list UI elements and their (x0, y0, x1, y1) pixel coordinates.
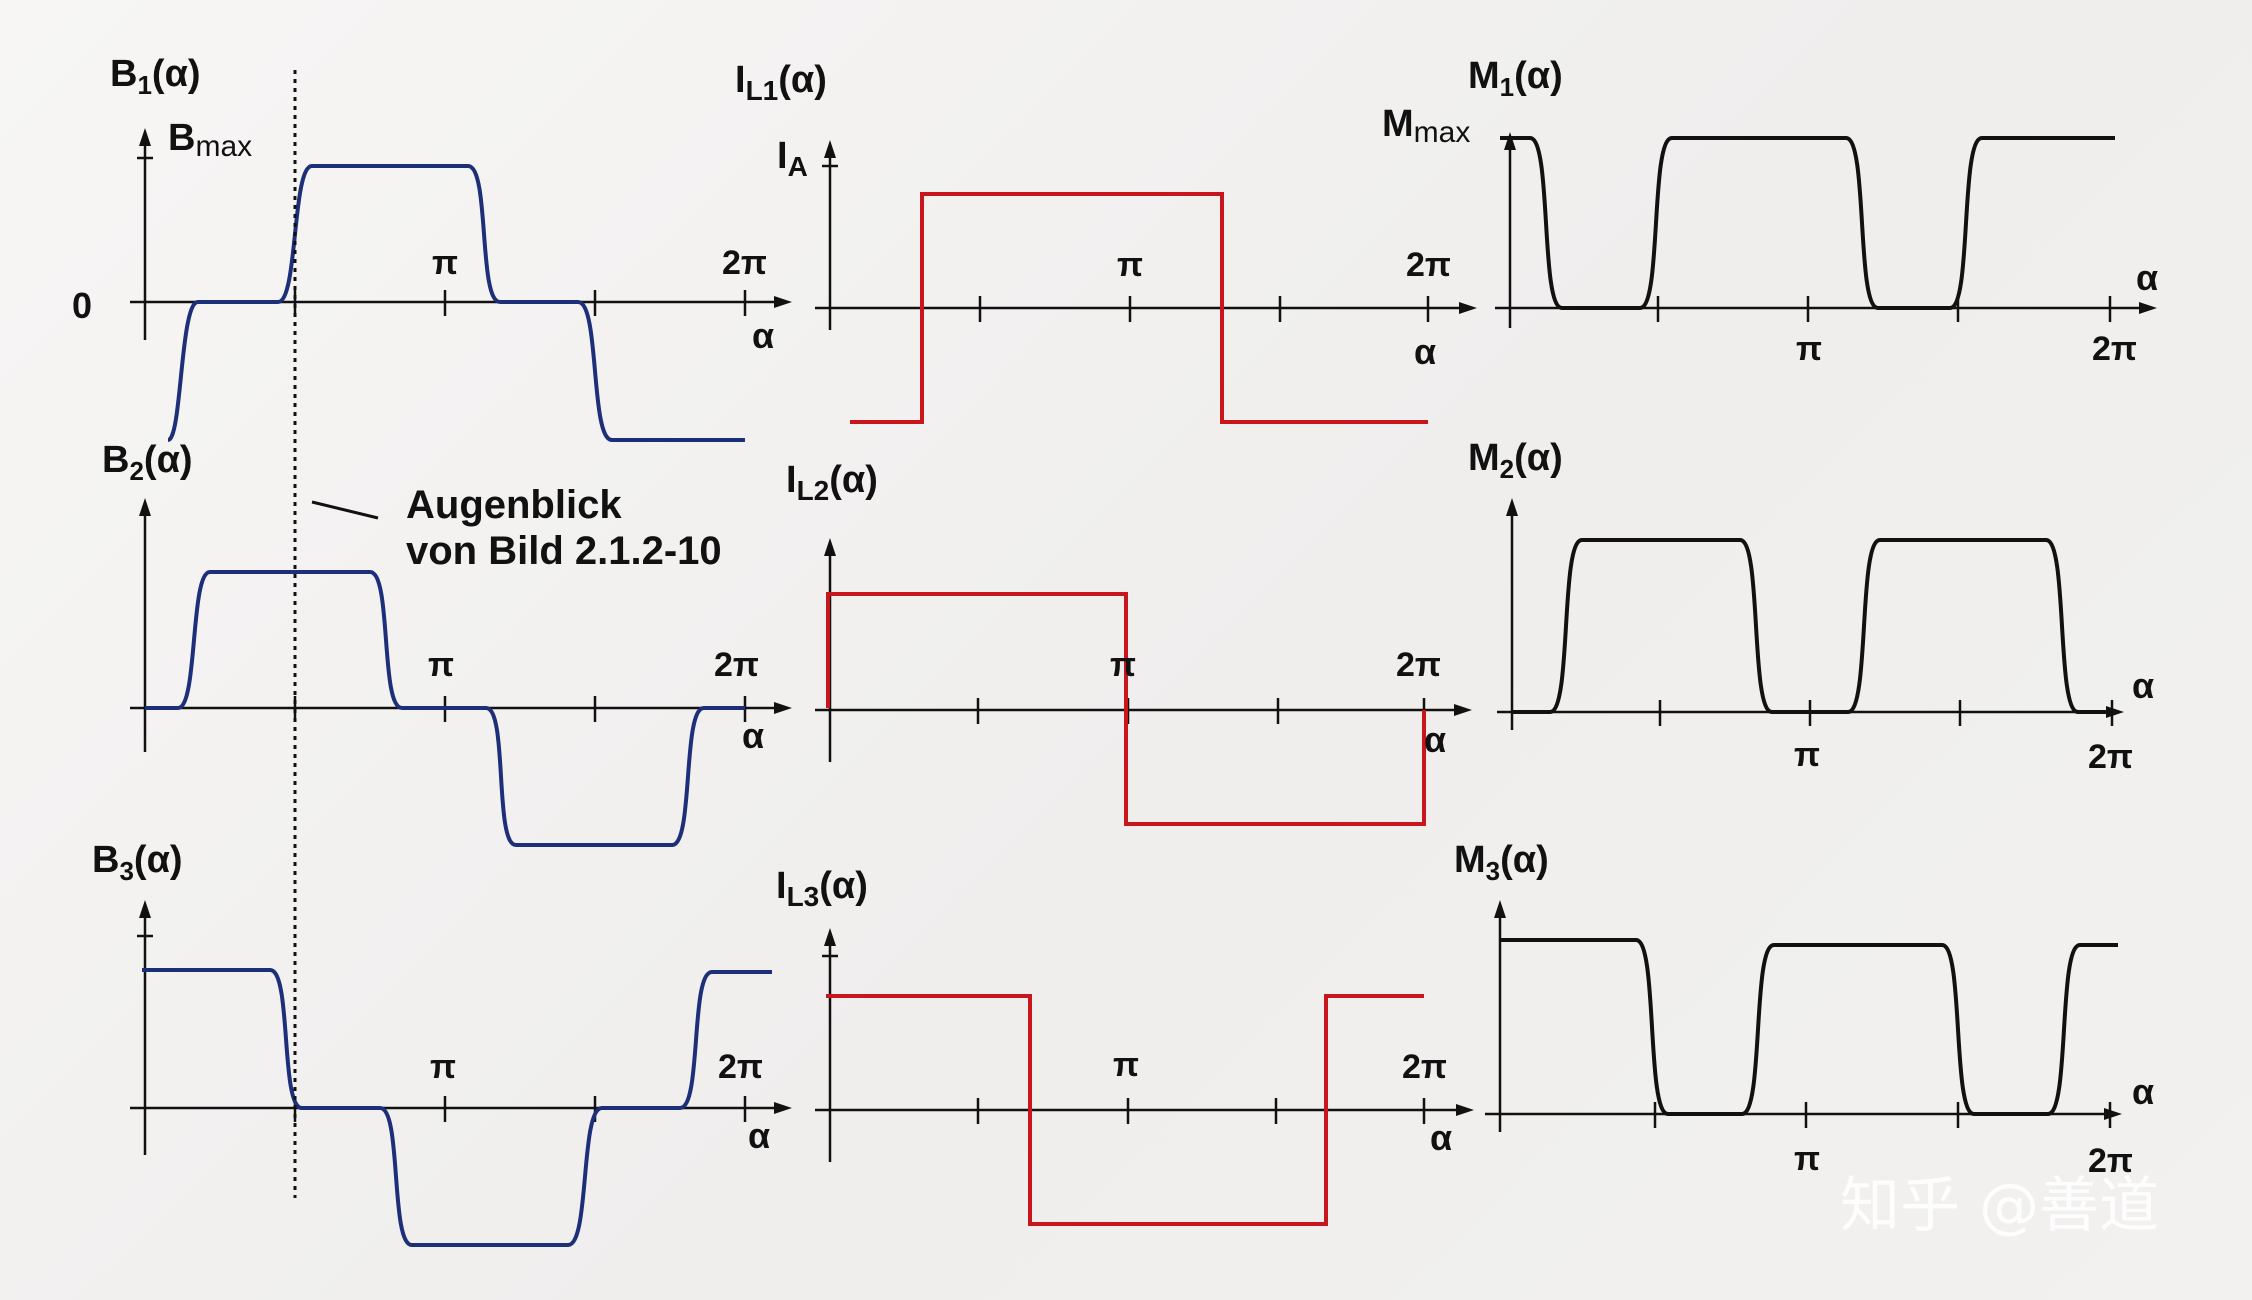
watermark: 知乎 @善道 (1840, 1171, 2159, 1241)
b2-alpha-label: α (742, 715, 764, 756)
b1-curve (166, 164, 745, 442)
il1-alpha-label: α (1414, 331, 1436, 372)
il3-x-arrow (1456, 1104, 1474, 1116)
m2-x-arrow (2106, 706, 2124, 718)
il2-title: IL2(α) (786, 459, 878, 506)
m3-title: M3(α) (1454, 839, 1549, 886)
il2-y-arrow (824, 538, 836, 556)
m3-alpha-label: α (2132, 1071, 2154, 1112)
il1-ia-label: IA (777, 135, 808, 182)
b3-title: B3(α) (92, 839, 183, 886)
panel-b1: B1(α) Bmax 0 π 2π α (72, 53, 792, 442)
il1-y-arrow (824, 140, 836, 158)
il2-pi-label: π (1110, 646, 1136, 684)
b2-title: B2(α) (102, 439, 193, 486)
b3-2pi-label: 2π (718, 1048, 763, 1086)
il1-title: IL1(α) (735, 59, 827, 106)
panel-b3: B3(α) π 2π α (92, 839, 792, 1247)
b3-alpha-label: α (748, 1115, 770, 1156)
m1-title: M1(α) (1468, 55, 1563, 102)
m2-y-arrow (1506, 498, 1518, 516)
b1-x-arrow (774, 296, 792, 308)
b1-pi-label: π (432, 244, 458, 282)
b3-x-arrow (774, 1102, 792, 1114)
m1-mmax-label: Mmax (1382, 103, 1470, 149)
annotation-line1: Augenblick (406, 483, 622, 527)
b2-y-arrow (139, 498, 151, 516)
panel-il2: IL2(α) π 2π α (786, 459, 1472, 826)
m2-alpha-label: α (2132, 665, 2154, 706)
b2-curve (145, 570, 745, 847)
m1-alpha-label: α (2136, 257, 2158, 298)
il1-pi-label: π (1117, 246, 1143, 284)
m1-2pi-label: 2π (2092, 330, 2137, 368)
m3-2pi-label: 2π (2088, 1142, 2133, 1180)
panel-m2: M2(α) π 2π α (1468, 437, 2154, 776)
il1-curve (850, 192, 1428, 424)
b1-bmax-label: Bmax (168, 117, 252, 163)
b3-y-arrow (139, 900, 151, 918)
il3-y-arrow (824, 928, 836, 946)
il3-title: IL3(α) (776, 865, 868, 912)
m1-y-arrow (1504, 132, 1516, 150)
b2-2pi-label: 2π (714, 646, 759, 684)
il3-2pi-label: 2π (1402, 1048, 1447, 1086)
panel-il1: IL1(α) IA π 2π α (735, 59, 1477, 424)
m2-2pi-label: 2π (2088, 738, 2133, 776)
b1-alpha-label: α (752, 315, 774, 356)
b2-x-arrow (774, 702, 792, 714)
m3-x-arrow (2104, 1108, 2122, 1120)
m1-curve (1500, 136, 2115, 310)
il2-x-arrow (1454, 704, 1472, 716)
b2-pi-label: π (428, 646, 454, 684)
m2-pi-label: π (1794, 736, 1820, 774)
b3-pi-label: π (430, 1048, 456, 1086)
panel-m1: M1(α) Mmax π 2π α (1382, 55, 2158, 368)
b3-curve (142, 968, 772, 1247)
m3-curve (1500, 938, 2118, 1116)
m1-x-arrow (2139, 302, 2157, 314)
b1-2pi-label: 2π (722, 244, 767, 282)
annotation: Augenblick von Bild 2.1.2-10 (311, 483, 722, 573)
b1-y-arrow (139, 128, 151, 146)
il3-alpha-label: α (1430, 1117, 1452, 1158)
il3-curve (826, 994, 1424, 1226)
m1-pi-label: π (1796, 330, 1822, 368)
m3-y-arrow (1494, 900, 1506, 918)
il3-pi-label: π (1113, 1046, 1139, 1084)
panel-il3: IL3(α) π 2π α (776, 865, 1474, 1226)
il2-curve (826, 592, 1426, 826)
b1-title: B1(α) (110, 53, 201, 100)
il2-2pi-label: 2π (1396, 646, 1441, 684)
annotation-line2: von Bild 2.1.2-10 (406, 529, 722, 573)
b1-zero-label: 0 (72, 285, 92, 326)
annotation-leader-line (311, 500, 379, 520)
panel-m3: M3(α) π 2π α (1454, 839, 2154, 1180)
m2-curve (1512, 538, 2112, 714)
il1-x-arrow (1459, 302, 1477, 314)
il1-2pi-label: 2π (1406, 246, 1451, 284)
m2-title: M2(α) (1468, 437, 1563, 484)
il2-alpha-label: α (1424, 719, 1446, 760)
m3-pi-label: π (1794, 1140, 1820, 1178)
